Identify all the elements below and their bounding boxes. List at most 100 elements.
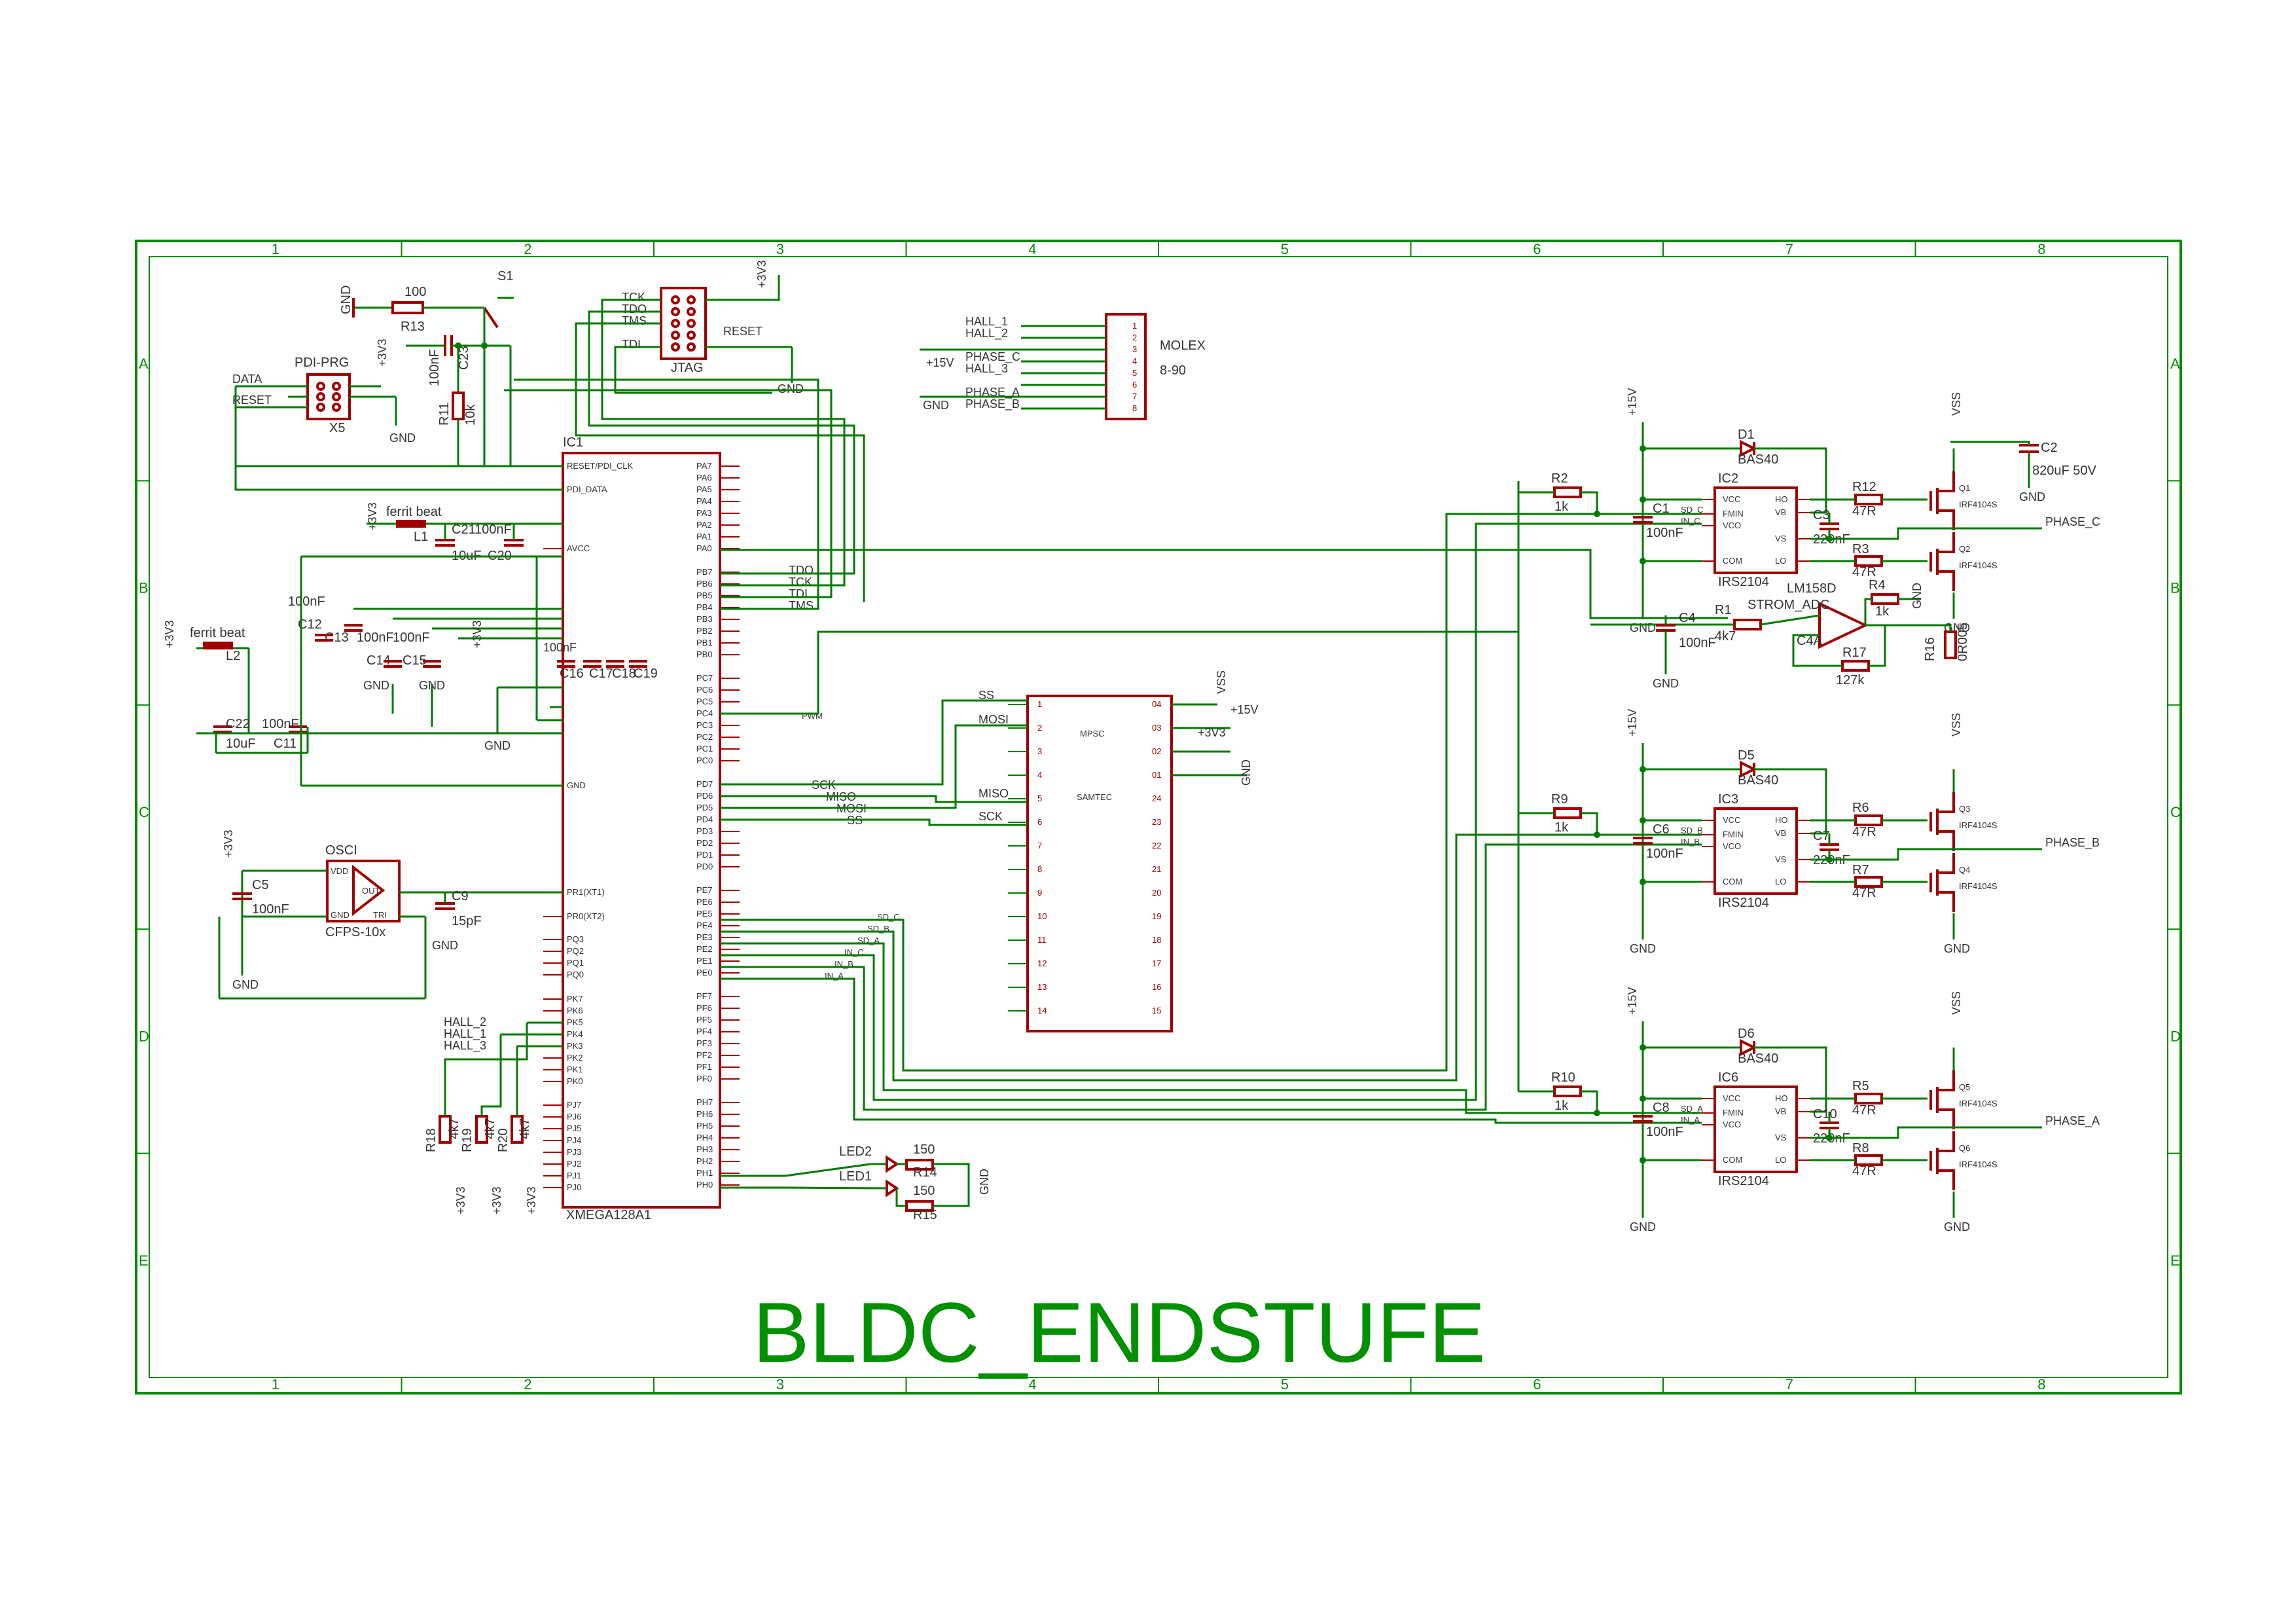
ic1-pin-pa3: PA3 (696, 508, 712, 518)
stage-rh-value: 47R (1852, 504, 1876, 519)
r20-value: 4k7 (518, 1118, 532, 1139)
stage-phase-label: PHASE_B (2045, 836, 2100, 850)
irs-pin-lo: LO (1775, 556, 1786, 566)
c5-label: C5 (252, 878, 269, 892)
zone-col-top-1: 1 (272, 241, 279, 257)
jtag-label: JTAG (671, 361, 704, 375)
stage-q-gnd: GND (1944, 1220, 1970, 1233)
c4-label: C4 (1679, 611, 1696, 625)
c12-label: C12 (298, 617, 322, 632)
ic1-pin-pf2: PF2 (696, 1050, 712, 1060)
stage-1: IC2IRS2104VCCFMINVCOCOMHOVBVSLOD1BAS40+1… (1517, 388, 2100, 634)
stage-q-value: IRF4104S (1959, 820, 1998, 830)
ic1-pin-pc2: PC2 (696, 732, 713, 742)
stage-in-net: IN_C (1681, 516, 1700, 526)
stage-in-net: IN_A (1681, 1115, 1700, 1125)
stage-gnd: GND (1630, 942, 1656, 955)
decoup-gnd: GND (484, 739, 511, 752)
c13-value: 100nF (357, 630, 394, 645)
samtec-pin-r15: 15 (1152, 1006, 1161, 1015)
ic1-pin-ph7: PH7 (696, 1097, 713, 1107)
molex-pin-6: 6 (1132, 380, 1137, 390)
ic1-pin-pk7: PK7 (567, 994, 583, 1004)
l2-label: L2 (226, 649, 240, 663)
ic1-pin-pf6: PF6 (696, 1003, 712, 1013)
stage-cboot-label: C7 (1813, 829, 1830, 843)
jtag-tck: TCK (622, 291, 645, 304)
ic1-pin-pr1-xt1-: PR1(XT1) (567, 887, 605, 897)
irs-pin-vcc: VCC (1723, 1093, 1740, 1103)
r16-label: R16 (1923, 637, 1937, 661)
zone-row-right-B: B (2170, 580, 2180, 596)
molex-phase-c: PHASE_C (965, 350, 1020, 364)
ic1-pin-ph1: PH1 (696, 1168, 713, 1178)
stage-2: IC3IRS2104VCCFMINVCOCOMHOVBVSLOD5BAS40+1… (1517, 708, 2100, 955)
stage-phase-label: PHASE_A (2045, 1114, 2100, 1128)
net-tms: TMS (789, 599, 814, 612)
r1-value: 4k7 (1715, 629, 1736, 644)
ic1-pin-pb5: PB5 (696, 591, 713, 600)
ic1-pin-pa7: PA7 (696, 461, 712, 471)
stage-r-label: R9 (1551, 792, 1568, 807)
stage-q-label: Q1 (1959, 483, 1970, 493)
c11-label: C11 (274, 737, 296, 751)
osci-out: OUT (362, 886, 380, 896)
ic1-pin-pk0: PK0 (567, 1076, 583, 1086)
r4-gnd: GND (1910, 583, 1924, 609)
stage-cin-value: 100nF (1646, 847, 1683, 861)
zone-col-top-7: 7 (1785, 241, 1793, 257)
ic1-pin-pd7: PD7 (696, 779, 713, 789)
samtec-pin-r22: 22 (1152, 841, 1161, 850)
l1-value: ferrit beat (386, 505, 442, 519)
ic1-pin-pj4: PJ4 (567, 1135, 581, 1145)
molex-phase-a: PHASE_A (965, 386, 1020, 399)
c16-19-value: 100nF (543, 641, 577, 654)
hall3-label: HALL_3 (444, 1039, 486, 1053)
zone-row-right-D: D (2170, 1028, 2181, 1044)
r4-label: R4 (1869, 578, 1886, 593)
irs-pin-com: COM (1723, 556, 1742, 566)
ic1-pin-pr0-xt2-: PR0(XT2) (567, 911, 605, 921)
stage-r-value: 1k (1554, 820, 1569, 835)
irs-pin-lo: LO (1775, 1155, 1786, 1165)
zone-col-bottom-2: 2 (524, 1376, 531, 1393)
ic1-pin-pj1: PJ1 (567, 1171, 581, 1180)
status-leds: LED2 LED1 150 R14 150 R15 GND (720, 1142, 991, 1222)
molex-value: 8-90 (1160, 363, 1186, 378)
ic1-pin-pb7: PB7 (696, 567, 713, 577)
ic1-pin-pj7: PJ7 (567, 1100, 581, 1110)
molex-hall1: HALL_1 (965, 315, 1008, 329)
samtec-pin-r18: 18 (1152, 935, 1161, 945)
ic1-pin-gnd: GND (567, 780, 586, 790)
ic1-pin-ph4: PH4 (696, 1133, 713, 1142)
gnd-label: GND (339, 285, 353, 314)
samtec-gnd: GND (1240, 759, 1253, 786)
r14-label: R14 (913, 1165, 937, 1180)
stage-rl-value: 47R (1852, 886, 1876, 900)
ic1-pin-ph6: PH6 (696, 1109, 713, 1119)
samtec-pin-r03: 03 (1152, 723, 1161, 733)
c22-label: C22 (226, 717, 250, 731)
stage-rh-value: 47R (1852, 825, 1876, 839)
stage-diode-value: BAS40 (1738, 773, 1778, 788)
zone-col-top-5: 5 (1281, 241, 1289, 257)
ic1-pin-pb4: PB4 (696, 602, 713, 612)
irs-pin-com: COM (1723, 1155, 1742, 1165)
samtec-mosi: MOSI (978, 713, 1009, 726)
molex-hall2: HALL_2 (965, 327, 1008, 340)
stage-q-value: IRF4104S (1959, 881, 1998, 891)
hall2-label: HALL_2 (444, 1015, 486, 1029)
r13-value: 100 (404, 285, 426, 299)
r1-label: R1 (1715, 603, 1732, 617)
ic1-pin-pc0: PC0 (696, 756, 713, 765)
stage-cin-label: C8 (1653, 1101, 1670, 1115)
samtec-pin-r21: 21 (1152, 864, 1161, 874)
ic1-pin-pf4: PF4 (696, 1027, 712, 1036)
ic1-pin-pc4: PC4 (696, 708, 713, 718)
ic1-pin-pq2: PQ2 (567, 946, 584, 956)
samtec-pin-l5: 5 (1037, 793, 1042, 803)
osci-vdd: VDD (331, 866, 348, 876)
r15-label: R15 (913, 1208, 937, 1222)
molex-pin-5: 5 (1132, 368, 1137, 378)
ic1-pin-pe1: PE1 (696, 956, 713, 966)
